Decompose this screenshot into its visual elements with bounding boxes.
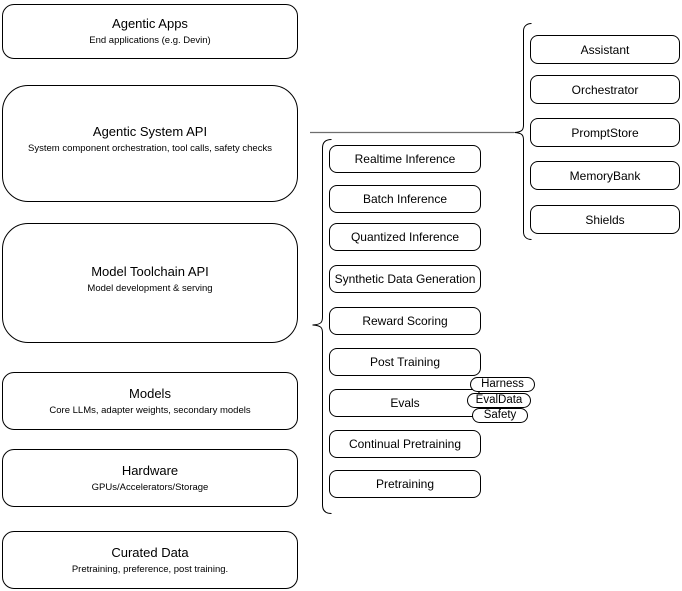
node-label: Continual Pretraining <box>348 437 462 451</box>
node-agentic-apps: Agentic Apps End applications (e.g. Devi… <box>2 4 298 59</box>
node-title: Agentic System API <box>92 124 208 139</box>
node-continual-pretraining: Continual Pretraining <box>329 430 481 458</box>
right-group-bracket <box>514 23 532 240</box>
node-promptstore: PromptStore <box>530 118 680 147</box>
node-label: Pretraining <box>375 477 435 491</box>
node-subtitle: System component orchestration, tool cal… <box>28 143 272 154</box>
node-label: Orchestrator <box>571 82 639 97</box>
node-assistant: Assistant <box>530 35 680 64</box>
node-label: Realtime Inference <box>354 152 456 166</box>
node-label: Synthetic Data Generation <box>334 272 476 286</box>
node-shields: Shields <box>530 205 680 234</box>
node-model-toolchain-api: Model Toolchain API Model development & … <box>2 223 298 343</box>
pill-label: EvalData <box>475 394 523 406</box>
node-subtitle: GPUs/Accelerators/Storage <box>91 481 209 493</box>
node-synthetic-data-generation: Synthetic Data Generation <box>329 265 481 293</box>
node-title: Agentic Apps <box>112 16 188 31</box>
node-label: PromptStore <box>571 125 639 140</box>
node-agentic-system-api: Agentic System API System component orch… <box>2 85 298 202</box>
node-curated-data: Curated Data Pretraining, preference, po… <box>2 531 298 589</box>
node-subtitle: Model development & serving <box>87 282 213 294</box>
node-memorybank: MemoryBank <box>530 161 680 190</box>
pill-label: Safety <box>483 409 517 421</box>
node-title: Models <box>129 385 171 401</box>
node-subtitle: Pretraining, preference, post training. <box>71 563 229 575</box>
node-realtime-inference: Realtime Inference <box>329 145 481 173</box>
node-label: Reward Scoring <box>362 314 448 328</box>
node-pretraining: Pretraining <box>329 470 481 498</box>
pill-safety: Safety <box>472 408 528 423</box>
node-label: Post Training <box>369 355 441 369</box>
node-title: Curated Data <box>111 544 189 560</box>
node-title: Hardware <box>121 462 179 478</box>
node-subtitle: Core LLMs, adapter weights, secondary mo… <box>49 404 251 416</box>
node-hardware: Hardware GPUs/Accelerators/Storage <box>2 449 298 507</box>
node-label: Quantized Inference <box>350 230 460 244</box>
node-reward-scoring: Reward Scoring <box>329 307 481 335</box>
node-batch-inference: Batch Inference <box>329 185 481 213</box>
node-orchestrator: Orchestrator <box>530 75 680 104</box>
node-quantized-inference: Quantized Inference <box>329 223 481 251</box>
node-label: MemoryBank <box>569 168 641 183</box>
pill-evaldata: EvalData <box>467 393 531 408</box>
middle-group-bracket <box>312 139 332 514</box>
node-models: Models Core LLMs, adapter weights, secon… <box>2 372 298 430</box>
node-evals: Evals <box>329 389 481 417</box>
node-label: Assistant <box>580 42 630 57</box>
node-title: Model Toolchain API <box>91 263 209 279</box>
pill-harness: Harness <box>470 377 535 392</box>
node-label: Batch Inference <box>362 192 448 206</box>
pill-label: Harness <box>481 378 524 390</box>
node-label: Evals <box>390 396 420 410</box>
node-subtitle: End applications (e.g. Devin) <box>89 35 211 46</box>
node-label: Shields <box>585 212 625 227</box>
node-post-training: Post Training <box>329 348 481 376</box>
